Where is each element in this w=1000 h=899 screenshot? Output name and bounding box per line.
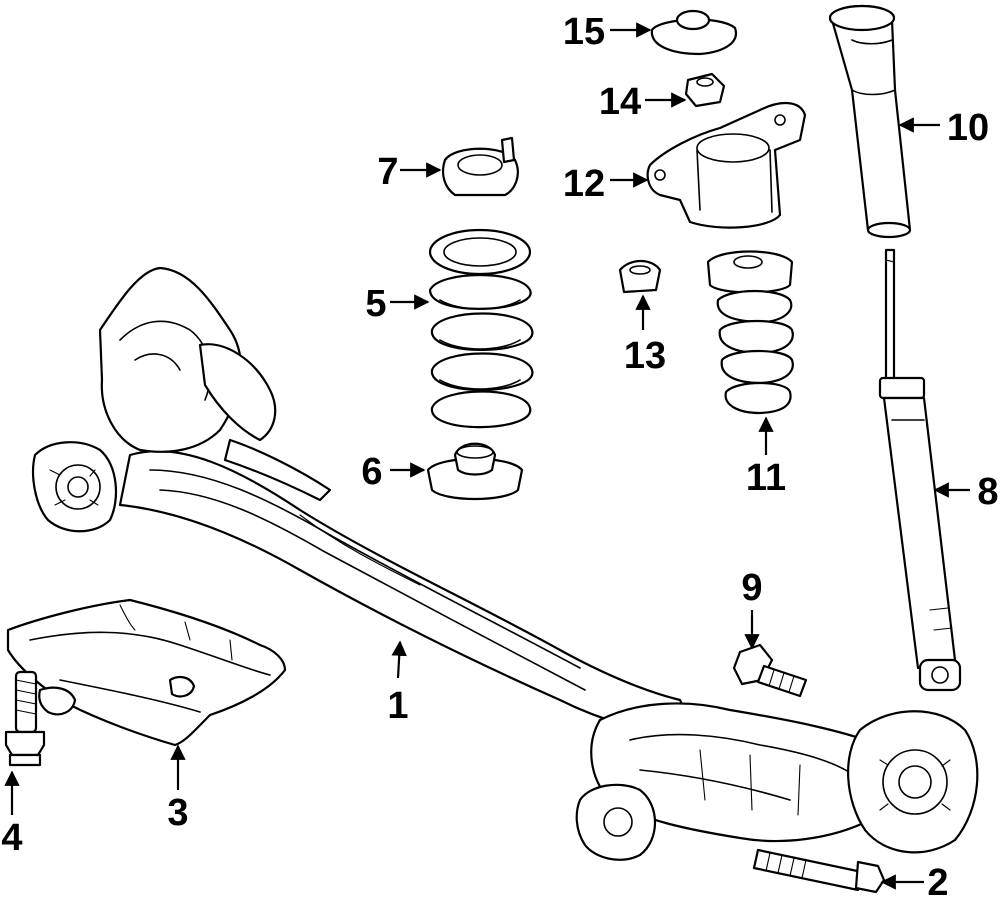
rear-axle-beam[interactable] bbox=[32, 266, 979, 861]
leader-lines bbox=[4, 22, 970, 890]
pivot-bolt[interactable] bbox=[752, 848, 886, 894]
callout-3: 3 bbox=[167, 792, 188, 834]
callout-9: 9 bbox=[741, 567, 762, 609]
callout-8: 8 bbox=[977, 471, 998, 513]
callout-2: 2 bbox=[927, 862, 948, 899]
nut-13[interactable] bbox=[618, 259, 662, 294]
callout-10: 10 bbox=[947, 107, 989, 149]
callout-12: 12 bbox=[563, 163, 605, 205]
shield-bolt[interactable] bbox=[4, 670, 46, 767]
shock-mount-bolt[interactable] bbox=[732, 643, 808, 698]
callout-15: 15 bbox=[563, 11, 605, 53]
insulator-cap[interactable] bbox=[650, 9, 738, 56]
callout-13: 13 bbox=[624, 335, 666, 377]
dust-boot[interactable] bbox=[828, 4, 912, 239]
callout-1: 1 bbox=[387, 685, 408, 727]
callout-7: 7 bbox=[377, 151, 398, 193]
upper-mount-bracket[interactable] bbox=[646, 102, 807, 229]
upper-spring-seat[interactable] bbox=[441, 136, 519, 197]
callout-14: 14 bbox=[599, 81, 641, 123]
nut-14[interactable] bbox=[684, 72, 726, 108]
callout-labels: 1 2 3 4 5 6 7 8 9 10 11 12 13 14 15 bbox=[1, 11, 998, 899]
lower-spring-seat[interactable] bbox=[426, 442, 524, 501]
callout-4: 4 bbox=[1, 817, 22, 859]
callout-6: 6 bbox=[361, 451, 382, 493]
bump-stop[interactable] bbox=[706, 250, 794, 415]
callout-5: 5 bbox=[365, 283, 386, 325]
callout-11: 11 bbox=[746, 457, 786, 499]
underbody-shield[interactable] bbox=[6, 598, 287, 747]
shock-absorber[interactable] bbox=[878, 248, 962, 692]
coil-spring[interactable] bbox=[428, 228, 534, 429]
